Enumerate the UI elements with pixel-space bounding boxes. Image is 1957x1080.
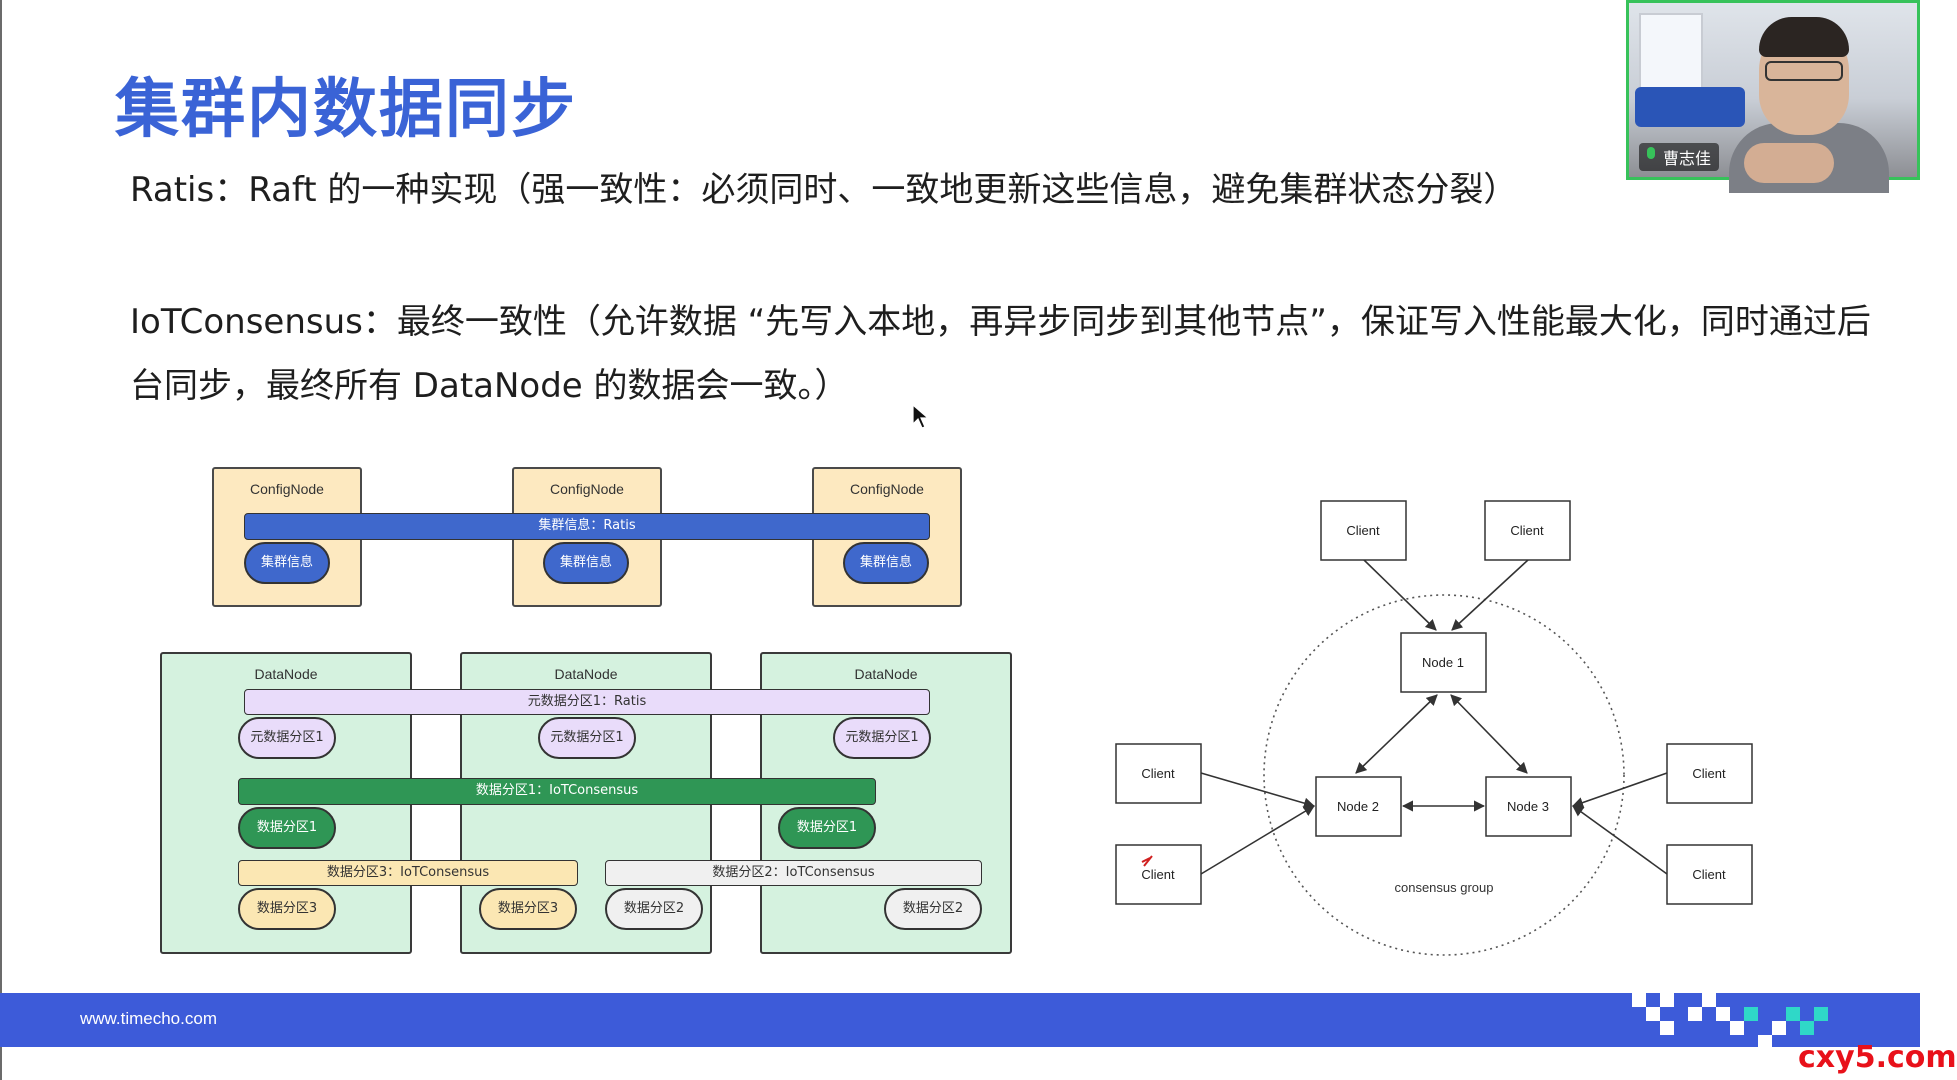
meta-partition-pill: 元数据分区1 [238, 717, 336, 759]
client-label: Client [1692, 867, 1726, 882]
data-node-label: DataNode [254, 666, 318, 682]
client-label: Client [1141, 766, 1175, 781]
node-1-label: Node 1 [1422, 655, 1464, 670]
ratis-description: Ratis：Raft 的一种实现（强一致性：必须同时、一致地更新这些信息，避免集… [130, 170, 1518, 210]
client-label: Client [1141, 867, 1175, 882]
iotconsensus-description: IoTConsensus：最终一致性（允许数据 “先写入本地，再异步同步到其他节… [130, 302, 1871, 406]
node-1-box [1400, 632, 1487, 693]
config-node-label: ConfigNode [850, 481, 924, 497]
config-node-label: ConfigNode [550, 481, 624, 497]
data-partition-3-pill: 数据分区3 [238, 888, 336, 930]
webcam-video-tile[interactable]: 曹志佳 [1626, 0, 1920, 193]
meta-partition-pill: 元数据分区1 [538, 717, 636, 759]
edge-client-node3 [1572, 805, 1668, 875]
data-partition-3-bar: 数据分区3：IoTConsensus [238, 860, 578, 886]
data-partition-2-pill: 数据分区2 [884, 888, 982, 930]
data-partition-3-pill: 数据分区3 [479, 888, 577, 930]
node-2-label: Node 2 [1337, 799, 1379, 814]
config-node-label: ConfigNode [250, 481, 324, 497]
slide-title: 集群内数据同步 [115, 73, 577, 147]
mouse-cursor-icon [912, 403, 930, 429]
participant-name: 曹志佳 [1663, 149, 1712, 168]
cam-person-hair [1759, 17, 1849, 57]
node-3-box [1485, 776, 1572, 837]
edge-client-node1 [1451, 559, 1529, 631]
slide-edge [0, 0, 2, 1080]
cam-person-glasses [1765, 61, 1843, 81]
data-partition-1-bar: 数据分区1：IoTConsensus [238, 778, 876, 805]
data-partition-1-pill: 数据分区1 [778, 807, 876, 849]
data-node-label: DataNode [554, 666, 618, 682]
client-box [1115, 844, 1202, 905]
consensus-group-circle [1263, 594, 1625, 956]
client-box [1666, 743, 1753, 804]
edge-node2-node1 [1355, 694, 1438, 774]
cluster-info-pill: 集群信息 [843, 542, 929, 584]
cam-person-hand [1744, 143, 1834, 183]
client-label: Client [1510, 523, 1544, 538]
cluster-info-pill: 集群信息 [244, 542, 330, 584]
participant-name-tag: 曹志佳 [1639, 143, 1720, 171]
edge-client-node1 [1363, 559, 1437, 631]
client-box [1666, 844, 1753, 905]
pen-icon [1141, 855, 1153, 867]
client-box [1484, 500, 1571, 561]
edge-client-node3 [1571, 772, 1668, 808]
microphone-icon [1647, 147, 1655, 159]
meta-partition-pill: 元数据分区1 [833, 717, 931, 759]
client-box [1320, 500, 1407, 561]
cluster-info-pill: 集群信息 [543, 542, 629, 584]
cluster-info-ratis-bar: 集群信息：Ratis [244, 513, 930, 540]
slide-footer-bar [0, 993, 1920, 1047]
data-node-label: DataNode [854, 666, 918, 682]
client-label: Client [1346, 523, 1380, 538]
edge-client-node2 [1200, 805, 1315, 875]
node-2-box [1315, 776, 1402, 837]
edge-node3-node1 [1450, 694, 1528, 774]
data-partition-2-bar: 数据分区2：IoTConsensus [605, 860, 982, 886]
consensus-group-label: consensus group [1394, 880, 1493, 895]
client-box [1115, 743, 1202, 804]
data-partition-2-pill: 数据分区2 [605, 888, 703, 930]
client-label: Client [1692, 766, 1726, 781]
edge-client-node2 [1200, 772, 1316, 809]
cam-couch [1635, 87, 1745, 127]
data-partition-1-pill: 数据分区1 [238, 807, 336, 849]
node-3-label: Node 3 [1507, 799, 1549, 814]
watermark-text: cxy5.com [1798, 1040, 1957, 1075]
footer-url: www.timecho.com [80, 1009, 217, 1028]
meta-partition-bar: 元数据分区1：Ratis [244, 689, 930, 715]
